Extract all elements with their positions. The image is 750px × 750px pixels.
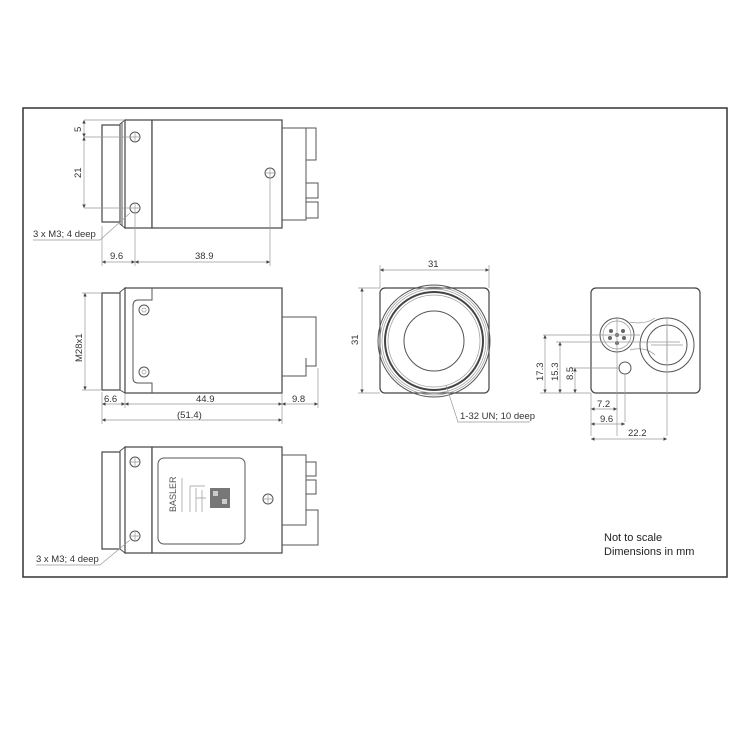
- dim-hole-spacing: 21: [73, 167, 84, 178]
- dim-17-3: 17.3: [535, 363, 546, 382]
- dim-body: 44.9: [196, 394, 215, 405]
- dim-height: 31: [350, 334, 361, 345]
- dim-top: 5: [73, 127, 84, 132]
- back-view: 17.3 15.3 8.5 7.2 9.6 22.2: [535, 287, 701, 441]
- dim-body: 38.9: [195, 251, 214, 262]
- hole-note: 3 x M3; 4 deep: [36, 554, 99, 565]
- side-view-middle: M28x1 6.6 44.9 9.8 (51.4): [74, 286, 319, 424]
- dim-connector: 9.8: [292, 394, 305, 405]
- dim-front: 9.6: [110, 251, 123, 262]
- dim-total: (51.4): [177, 410, 202, 421]
- dim-8-5: 8.5: [565, 367, 576, 380]
- product-label: [157, 457, 246, 545]
- note-scale: Not to scale: [604, 532, 662, 544]
- hole-note: 3 x M3; 4 deep: [33, 229, 96, 240]
- dim-15-3: 15.3: [550, 363, 561, 382]
- dim-width: 31: [428, 259, 439, 270]
- side-view-bottom: BASLER 3 x M3; 4 deep: [36, 445, 319, 566]
- mount-hole-icon: [264, 167, 276, 179]
- side-view-top: 5 21 9.6 38.9 3 x M3; 4 deep: [33, 118, 319, 266]
- mount-hole-icon: [129, 131, 141, 143]
- dim-22-2: 22.2: [628, 428, 647, 439]
- mount-hole-icon: [129, 202, 141, 214]
- note-units: Dimensions in mm: [604, 546, 694, 558]
- dim-lens: 6.6: [104, 394, 117, 405]
- thread-label: M28x1: [74, 333, 85, 362]
- dim-9-6: 9.6: [600, 414, 613, 425]
- thread-note: 1-32 UN; 10 deep: [460, 411, 535, 422]
- basler-logo: BASLER: [168, 476, 178, 512]
- front-view: 31 31 1-32 UN; 10 deep: [350, 259, 535, 423]
- dim-7-2: 7.2: [597, 399, 610, 410]
